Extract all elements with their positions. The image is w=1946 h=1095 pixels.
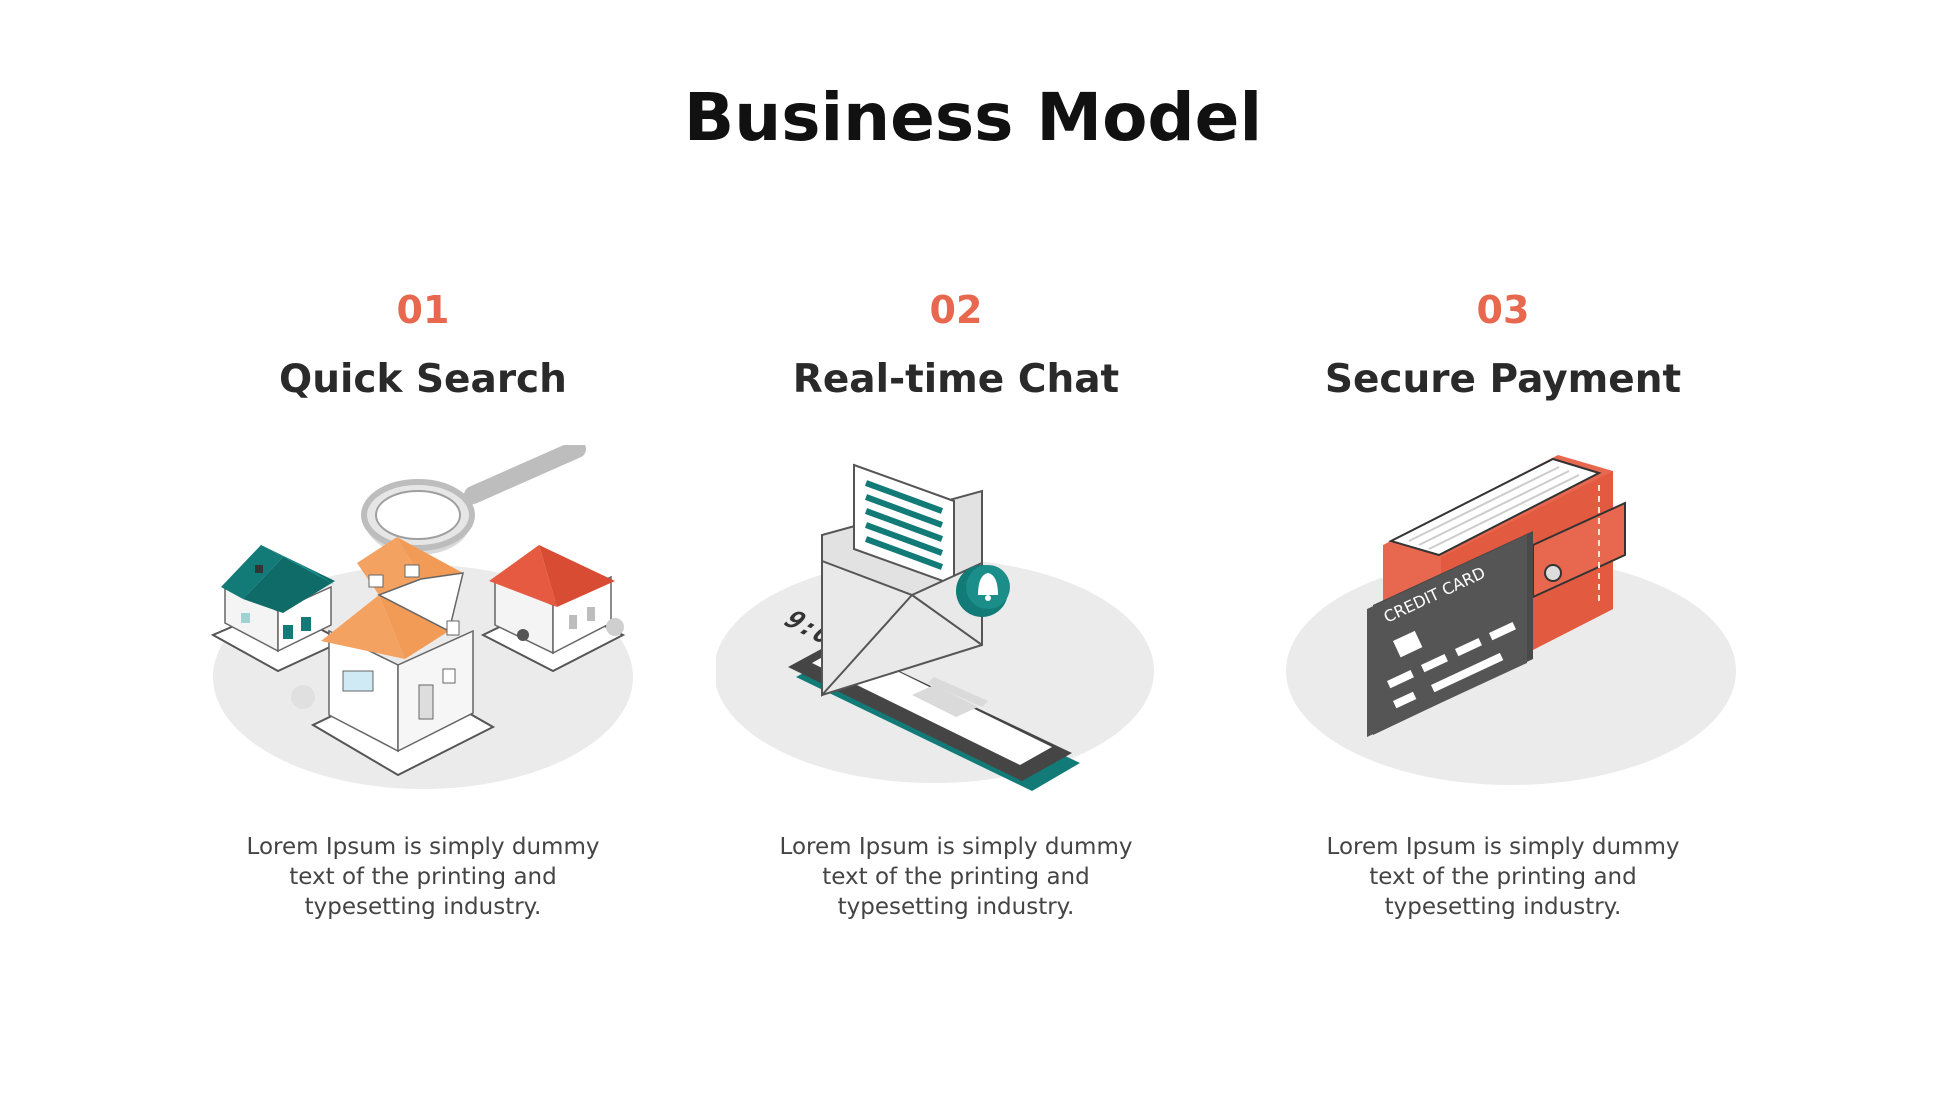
wallet-credit-card-icon: CREDIT CARD [1263,445,1743,805]
step-description: Lorem Ipsum is simply dummy text of the … [246,834,600,920]
step-title: Real-time Chat [792,357,1120,402]
step-title: Secure Payment [1324,357,1682,402]
houses-magnifier-icon [183,445,663,805]
step-number: 03 [1476,288,1530,332]
step-card-secure-payment: 03 Secure Payment CREDIT CARD [1223,280,1783,980]
step-description: Lorem Ipsum is simply dummy text of the … [1326,834,1680,920]
step-card-quick-search: 01 Quick Search [143,280,703,980]
step-number: 02 [929,288,983,332]
step-card-real-time-chat: 02 Real-time Chat 9:00 [676,280,1236,980]
page-title: Business Model [683,79,1263,156]
phone-envelope-icon: 9:00 [716,445,1196,805]
step-title: Quick Search [279,357,567,402]
step-description: Lorem Ipsum is simply dummy text of the … [779,834,1133,920]
step-number: 01 [396,288,450,332]
